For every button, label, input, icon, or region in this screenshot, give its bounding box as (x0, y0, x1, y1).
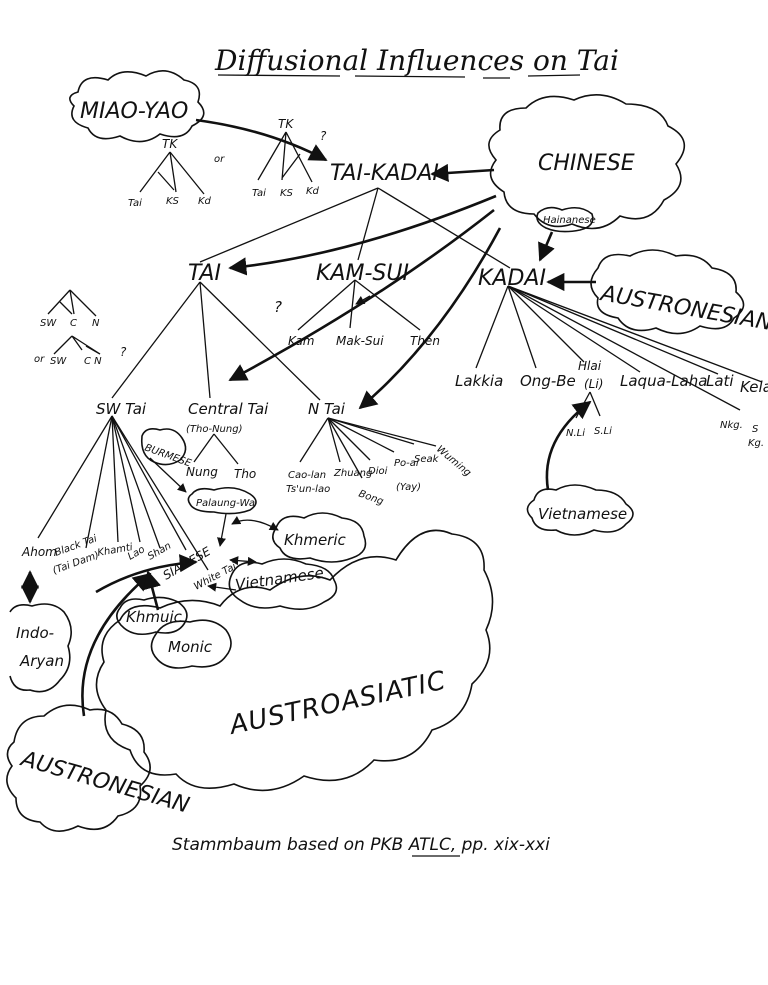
sketch-n: N (92, 318, 100, 329)
node-li: (Li) (584, 377, 603, 391)
node-central-tai-sub: (Tho-Nung) (186, 424, 242, 435)
node-po-ai: Po-ai (394, 458, 419, 469)
cloud-vietnamese-right: Vietnamese (526, 484, 634, 536)
tree-lines (37, 187, 763, 571)
node-n-tai: N Tai (308, 400, 346, 418)
node-seak: Seak (414, 454, 440, 465)
sketch-t5: KS (280, 188, 294, 199)
cloud-hainanese: Hainanese (536, 206, 596, 233)
node-mak-sui: Mak-Sui (336, 334, 384, 348)
node-shan: Shan (146, 540, 173, 562)
node-tai-kadai: TAI-KADAI (330, 161, 439, 186)
sketch-or1: or (214, 154, 225, 165)
sketch-or2: or (34, 354, 45, 365)
sketch-t1: Tai (128, 198, 142, 209)
node-s-li: S.Li (594, 426, 612, 437)
indo-aryan-label-1: Indo- (16, 624, 54, 642)
node-laqua-laha: Laqua-Laha (620, 372, 707, 390)
sketch-q3: ? (274, 298, 282, 316)
austronesian-right-label: AUSTRONESIAN (597, 281, 768, 336)
node-hlai: Hlai (578, 359, 602, 373)
node-s-side: S (752, 424, 759, 435)
node-tai: TAI (188, 261, 221, 286)
sketch-c: C (70, 318, 77, 329)
node-cao-lan: Cao-lan (288, 470, 326, 481)
indo-aryan-label-2: Aryan (19, 652, 64, 670)
node-lati: Lati (706, 372, 734, 390)
cloud-austronesian-right: AUSTRONESIAN (590, 249, 768, 336)
sketch-sw: SW (40, 318, 57, 329)
node-kg: Kg. (748, 438, 764, 449)
monic-label: Monic (168, 638, 213, 656)
node-bong: Bong (357, 488, 385, 507)
sketch-t6: Kd (306, 186, 320, 197)
influence-arrows (20, 118, 596, 717)
node-dioi: Dioi (368, 466, 388, 477)
cloud-chinese: CHINESE (488, 94, 686, 230)
node-kam-sui: KAM-SUI (316, 261, 409, 286)
sketch-t2: KS (166, 196, 180, 207)
khmuic-label: Khmuic (126, 608, 183, 626)
sketch-sw2: SW (50, 356, 67, 367)
palaung-wa-label: Palaung-Wa (196, 498, 255, 509)
node-wuming: Wuming (434, 444, 473, 479)
title-underlines (217, 74, 581, 79)
chinese-label: CHINESE (538, 151, 635, 176)
node-kela: Kela (740, 378, 768, 396)
node-n-li: N.Li (566, 428, 585, 439)
footer-citation: Stammbaum based on PKB ATLC, pp. xix-xxi (172, 835, 550, 855)
cloud-miao-yao: MIAO-YAO (69, 70, 205, 143)
austronesian-left-label: AUSTRONESIAN (16, 746, 192, 818)
sketch-tk2: TK (278, 117, 294, 131)
node-zhuang: Zhuang (333, 468, 372, 479)
node-tho: Tho (234, 467, 256, 481)
cloud-vietnamese: Vietnamese (228, 558, 338, 610)
cloud-austronesian-left: AUSTRONESIAN (6, 704, 192, 832)
cloud-palaung-wa: Palaung-Wa (187, 486, 257, 515)
sketch-cn: C N (84, 356, 102, 367)
vietnamese-right-label: Vietnamese (538, 505, 627, 523)
node-central-tai: Central Tai (188, 400, 269, 418)
sketch-q2: ? (120, 345, 127, 359)
node-ahom: Ahom (21, 545, 57, 559)
miao-yao-label: MIAO-YAO (80, 99, 188, 124)
node-then: Then (410, 334, 440, 348)
node-nung: Nung (186, 465, 218, 479)
node-yay: (Yay) (396, 482, 421, 493)
diagram-title: Diffusional Influences on Tai (214, 44, 619, 77)
austroasiatic-label: AUSTROASIATIC (225, 666, 449, 742)
hainanese-label: Hainanese (543, 215, 596, 226)
node-labels: TAI-KADAI TAI KAM-SUI KADAI Kam Mak-Sui … (21, 161, 768, 593)
sketch-trees: TK Tai KS Kd or TK Tai KS Kd ? SW C N or… (34, 117, 327, 367)
cloud-monic: Monic (150, 619, 232, 669)
vietnamese-label: Vietnamese (234, 564, 325, 594)
node-kadai: KADAI (478, 266, 546, 291)
node-nkg: Nkg. (720, 420, 743, 431)
node-kam: Kam (288, 334, 314, 348)
cloud-khmuic: Khmuic (116, 596, 188, 636)
khmeric-label: Khmeric (284, 531, 347, 549)
sketch-tk1: TK (162, 137, 178, 151)
node-lakkia: Lakkia (455, 372, 503, 390)
sketch-t4: Tai (252, 188, 266, 199)
node-tsun-lao: Ts'un-lao (286, 484, 330, 495)
sketch-q1: ? (320, 129, 327, 143)
node-ong-be: Ong-Be (520, 372, 576, 390)
cloud-indo-aryan: Indo- Aryan (9, 603, 72, 693)
sketch-t3: Kd (198, 196, 212, 207)
node-sw-tai: SW Tai (96, 400, 147, 418)
cloud-khmeric: Khmeric (272, 512, 367, 563)
